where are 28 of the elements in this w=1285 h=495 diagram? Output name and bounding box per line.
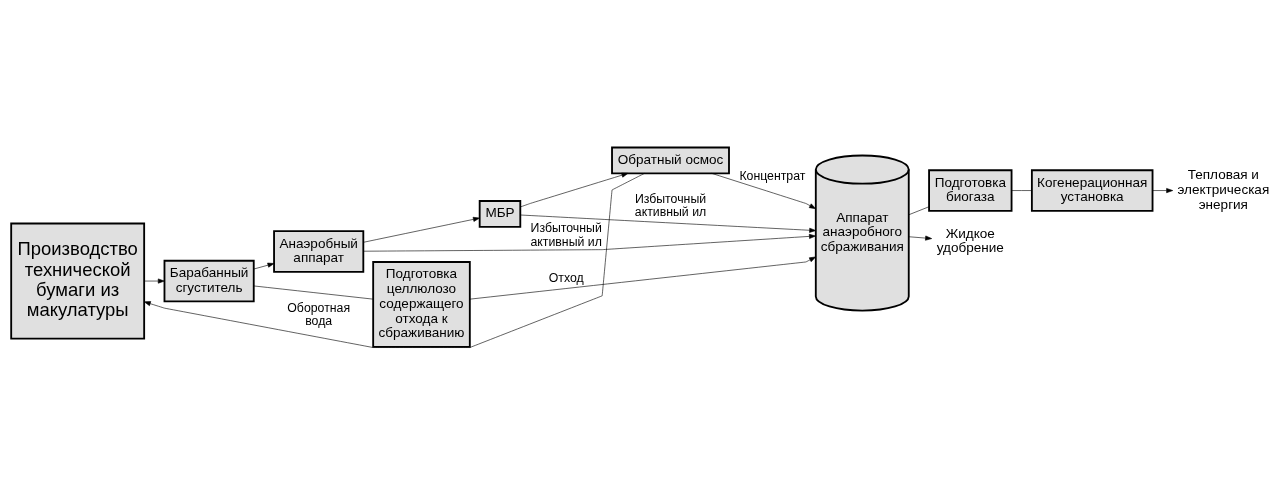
node-box: Обратный осмос — [611, 146, 730, 175]
node-text: Тепловая и электрическая энергия — [1177, 167, 1270, 212]
node-box: Подготовка биогаза — [928, 169, 1013, 212]
edge-label: Избыточный активный ил — [634, 191, 707, 220]
node-text: Жидкое удобрение — [936, 225, 1004, 256]
node-box: Когенерационная установка — [1030, 169, 1154, 212]
node-box: Производство технической бумаги из макулатуры — [10, 222, 146, 340]
arrow — [908, 235, 932, 241]
node-box: Анаэробный аппарат — [273, 230, 365, 273]
node-box: Подготовка целлюлозо содержащего отхода к сбраживанию — [372, 261, 471, 348]
arrow — [363, 233, 816, 252]
arrow — [144, 278, 165, 284]
arrow — [363, 216, 480, 243]
arrow — [1152, 188, 1174, 193]
arrow — [520, 214, 817, 233]
edge-label: Отход — [548, 270, 584, 285]
node-box: МБР — [478, 200, 522, 228]
node-box: Барабанный сгуститель — [163, 259, 255, 303]
connector — [253, 285, 374, 300]
edge-label: Оборотная вода — [287, 300, 351, 329]
connector — [1011, 190, 1033, 191]
edge-label: Концентрат — [739, 169, 806, 184]
arrow — [253, 262, 275, 270]
connector — [908, 206, 930, 216]
arrow — [520, 172, 629, 208]
arrow — [469, 256, 816, 300]
edge-label: Избыточный активный ил — [530, 221, 602, 249]
arrow — [711, 173, 816, 209]
